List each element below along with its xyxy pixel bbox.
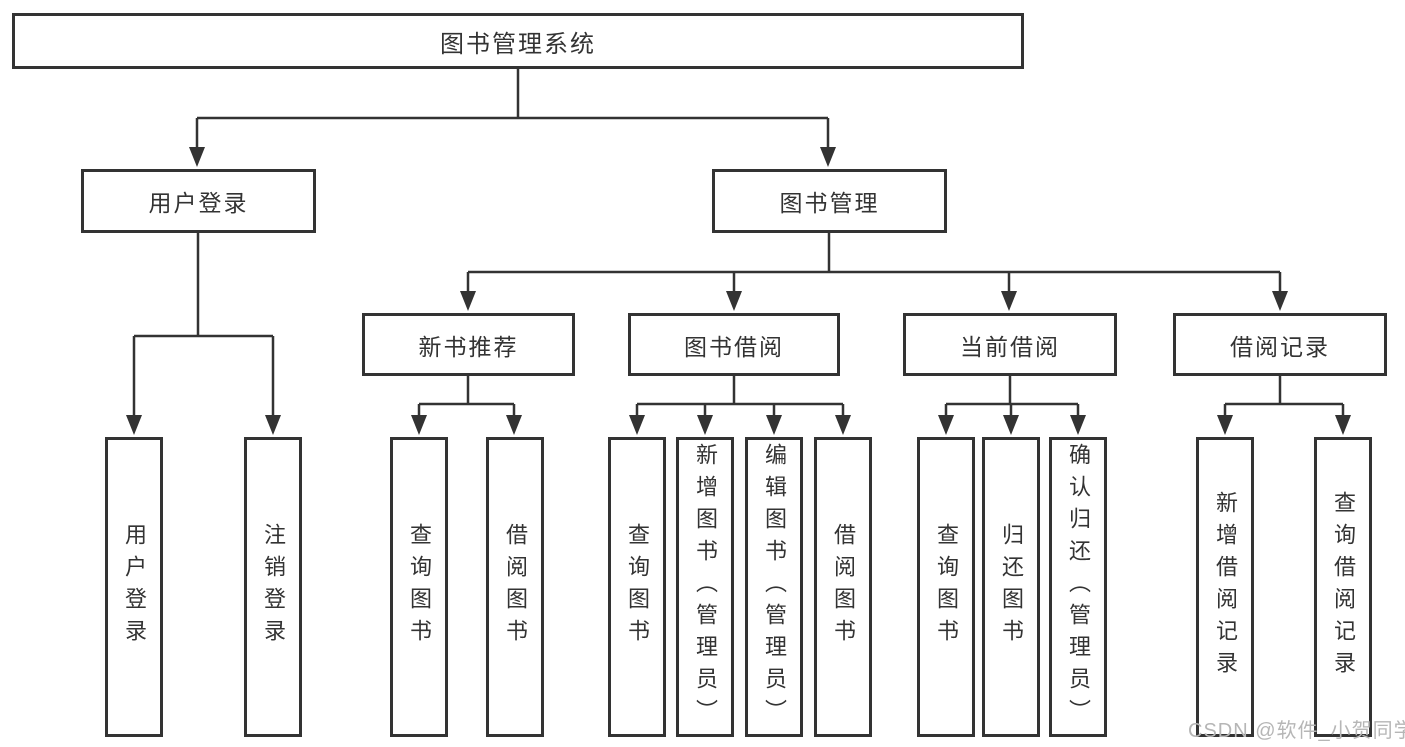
connector-paths	[132, 69, 1345, 417]
node-borrow-records: 借阅记录	[1173, 313, 1387, 376]
leaf-confirm-return-admin: 确认归还（管理员）	[1049, 437, 1107, 737]
leaf-query-book-current-label: 查询图书	[934, 523, 959, 651]
leaf-add-book-admin: 新增图书（管理员）	[676, 437, 734, 737]
csdn-watermark: CSDN @软件_小贺同学	[1188, 720, 1405, 742]
leaf-add-book-admin-label: 新增图书（管理员）	[693, 443, 718, 731]
leaf-edit-book-admin: 编辑图书（管理员）	[745, 437, 803, 737]
leaf-query-book-borrow: 查询图书	[608, 437, 666, 737]
node-user-login: 用户登录	[81, 169, 316, 233]
node-current-borrow: 当前借阅	[903, 313, 1117, 376]
leaf-query-book-borrow-label: 查询图书	[625, 523, 650, 651]
leaf-query-book-recommend: 查询图书	[390, 437, 448, 737]
leaf-query-borrow-record: 查询借阅记录	[1314, 437, 1372, 737]
node-book-management: 图书管理	[712, 169, 947, 233]
leaf-query-book-recommend-label: 查询图书	[407, 523, 432, 651]
node-root-library-system: 图书管理系统	[12, 13, 1024, 69]
leaf-query-borrow-record-label: 查询借阅记录	[1331, 491, 1356, 683]
leaf-query-book-current: 查询图书	[917, 437, 975, 737]
leaf-borrow-book: 借阅图书	[814, 437, 872, 737]
node-new-book-recommend: 新书推荐	[362, 313, 575, 376]
leaf-borrow-book-recommend: 借阅图书	[486, 437, 544, 737]
arrowhead-icons	[126, 147, 1351, 435]
leaf-confirm-return-admin-label: 确认归还（管理员）	[1066, 443, 1091, 731]
leaf-user-login-label: 用户登录	[122, 523, 147, 651]
leaf-add-borrow-record-label: 新增借阅记录	[1213, 491, 1238, 683]
leaf-logout: 注销登录	[244, 437, 302, 737]
leaf-borrow-book-label: 借阅图书	[831, 523, 856, 651]
leaf-edit-book-admin-label: 编辑图书（管理员）	[762, 443, 787, 731]
leaf-logout-label: 注销登录	[261, 523, 286, 651]
node-book-borrow: 图书借阅	[628, 313, 840, 376]
leaf-add-borrow-record: 新增借阅记录	[1196, 437, 1254, 737]
leaf-borrow-book-recommend-label: 借阅图书	[503, 523, 528, 651]
leaf-user-login: 用户登录	[105, 437, 163, 737]
leaf-return-book: 归还图书	[982, 437, 1040, 737]
leaf-return-book-label: 归还图书	[999, 523, 1024, 651]
